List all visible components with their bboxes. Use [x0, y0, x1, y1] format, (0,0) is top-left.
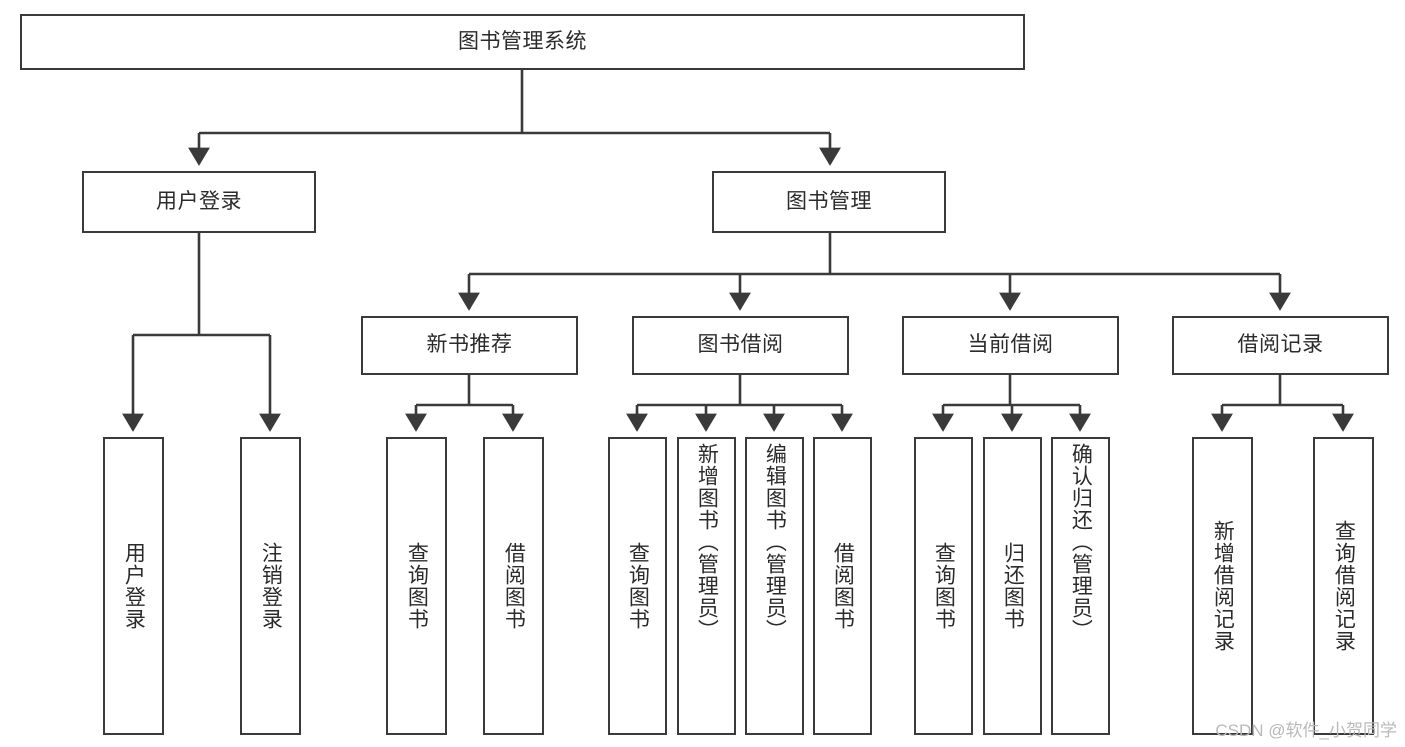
- leaf-confirm-return-admin[interactable]: 确认归还（管理员）: [1051, 437, 1110, 735]
- node-book-borrow-label: 图书借阅: [697, 333, 784, 357]
- leaf-recommend-query-book[interactable]: 查询图书: [386, 437, 447, 735]
- leaf-confirm-return-admin-label: 确认归还（管理员）: [1069, 443, 1093, 641]
- leaf-logout-label: 注销登录: [259, 542, 283, 630]
- node-borrow-record-label: 借阅记录: [1237, 333, 1324, 357]
- leaf-add-book-admin-label: 新增图书（管理员）: [695, 443, 719, 641]
- node-user-login-label: 用户登录: [156, 189, 242, 213]
- leaf-add-borrow-record[interactable]: 新增借阅记录: [1192, 437, 1253, 735]
- leaf-user-login-label: 用户登录: [122, 542, 146, 630]
- node-current-borrow[interactable]: 当前借阅: [902, 316, 1119, 375]
- leaf-borrow-book-label: 借阅图书: [831, 542, 855, 630]
- leaf-return-book-label: 归还图书: [1001, 542, 1025, 630]
- leaf-recommend-borrow-book-label: 借阅图书: [502, 542, 526, 630]
- leaf-add-borrow-record-label: 新增借阅记录: [1211, 520, 1235, 652]
- leaf-logout[interactable]: 注销登录: [240, 437, 301, 735]
- leaf-add-book-admin[interactable]: 新增图书（管理员）: [677, 437, 736, 735]
- leaf-return-book[interactable]: 归还图书: [983, 437, 1042, 735]
- node-user-login[interactable]: 用户登录: [82, 171, 316, 233]
- node-book-management[interactable]: 图书管理: [712, 171, 946, 233]
- leaf-edit-book-admin-label: 编辑图书（管理员）: [763, 443, 787, 641]
- node-book-borrow[interactable]: 图书借阅: [632, 316, 849, 375]
- node-borrow-record[interactable]: 借阅记录: [1172, 316, 1389, 375]
- node-root-label: 图书管理系统: [458, 29, 587, 53]
- leaf-recommend-query-book-label: 查询图书: [405, 542, 429, 630]
- leaf-recommend-borrow-book[interactable]: 借阅图书: [483, 437, 544, 735]
- node-new-book-recommend[interactable]: 新书推荐: [361, 316, 578, 375]
- leaf-borrow-query-book-label: 查询图书: [626, 542, 650, 630]
- leaf-query-borrow-record-label: 查询借阅记录: [1332, 520, 1356, 652]
- leaf-query-borrow-record[interactable]: 查询借阅记录: [1313, 437, 1374, 735]
- node-root[interactable]: 图书管理系统: [20, 14, 1025, 70]
- leaf-current-query-book-label: 查询图书: [932, 542, 956, 630]
- node-book-management-label: 图书管理: [786, 189, 872, 213]
- leaf-borrow-book[interactable]: 借阅图书: [813, 437, 872, 735]
- node-current-borrow-label: 当前借阅: [967, 333, 1054, 357]
- leaf-user-login[interactable]: 用户登录: [103, 437, 164, 735]
- leaf-edit-book-admin[interactable]: 编辑图书（管理员）: [745, 437, 804, 735]
- leaf-borrow-query-book[interactable]: 查询图书: [608, 437, 667, 735]
- node-new-book-recommend-label: 新书推荐: [426, 333, 513, 357]
- leaf-current-query-book[interactable]: 查询图书: [914, 437, 973, 735]
